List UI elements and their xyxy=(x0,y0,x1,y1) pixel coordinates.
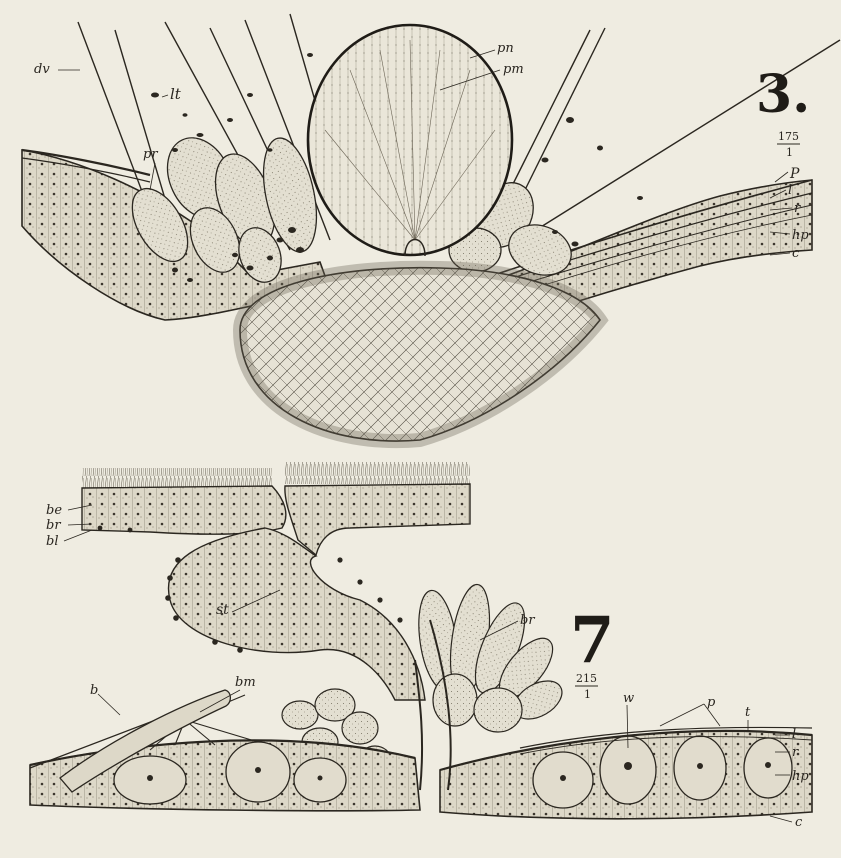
fig3-label-pn: pn xyxy=(497,41,514,56)
fig7-label-r: r xyxy=(792,745,799,760)
fig7-label-hp: hp xyxy=(792,769,809,784)
fig3-label-hp: hp xyxy=(792,228,809,243)
fig7-label-p: p xyxy=(707,695,716,710)
fig7-cilia-right xyxy=(285,462,470,484)
fig7-label-bl: bl xyxy=(46,534,58,549)
fig3-label-c: c xyxy=(792,246,800,261)
fig3-label-l: l xyxy=(788,183,792,198)
fig7-cilia-left xyxy=(82,468,272,488)
fig7-label-st: st xyxy=(216,602,229,618)
fig7-label-c: c xyxy=(795,815,803,830)
fig7-top-epithelium-left xyxy=(82,486,286,534)
figure-7: be br bl st br b bm w p t l r hp c xyxy=(30,462,812,830)
fig7-label-bm: bm xyxy=(235,675,256,690)
fig3-label-lt: lt xyxy=(170,85,182,103)
fig7-label-l: l xyxy=(792,727,796,742)
fig3-sphere-organ xyxy=(308,25,512,255)
fig7-number: 7 xyxy=(570,603,615,678)
fig3-label-pm: pm xyxy=(503,62,524,77)
fig3-scale-numerator: 175 xyxy=(778,130,799,143)
fig3-label-r: r xyxy=(794,201,801,216)
figure-3: dv lt pn pm pr P l r hp c 3. 175 1 xyxy=(22,14,840,441)
fig3-label-pr: pr xyxy=(143,147,158,162)
fig7-label-br-right: br xyxy=(520,613,535,628)
fig7-label-b: b xyxy=(90,683,98,698)
fig3-scale-denominator: 1 xyxy=(786,146,793,159)
fig7-label-be: be xyxy=(46,503,62,518)
fig7-gland-fan xyxy=(413,582,568,732)
fig7-scale-numerator: 215 xyxy=(576,672,597,685)
fig7-stomodaeum xyxy=(168,528,425,700)
fig7-label-br-left: br xyxy=(46,518,61,533)
fig7-label-w: w xyxy=(623,691,634,706)
fig3-label-dv: dv xyxy=(34,62,50,77)
fig3-number: 3. xyxy=(756,64,810,125)
fig7-top-epithelium-right xyxy=(285,484,470,555)
fig7-scale-denominator: 1 xyxy=(584,688,591,701)
fig3-label-P: P xyxy=(789,166,800,182)
fig7-label-t: t xyxy=(745,705,751,720)
